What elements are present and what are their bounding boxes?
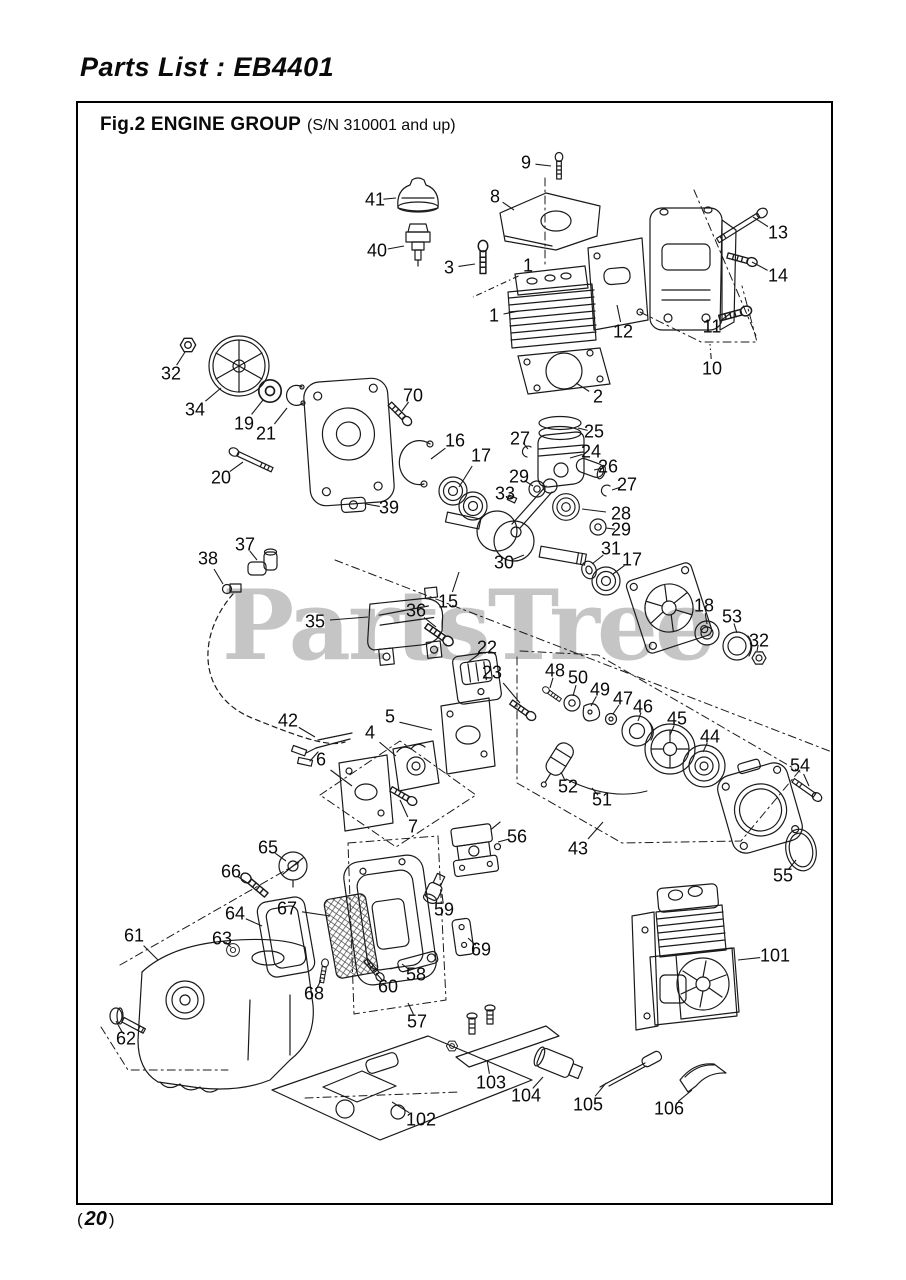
page-number: (20) <box>77 1208 115 1231</box>
figure-subtitle: (S/N 310001 and up) <box>307 117 456 134</box>
figure-title: Fig.2 ENGINE GROUP <box>100 114 302 135</box>
page-title: Parts List : EB4401 <box>80 52 335 82</box>
page-number-value: 20 <box>84 1208 107 1230</box>
figure-title-row: Fig.2 ENGINE GROUP (S/N 310001 and up) <box>100 114 456 136</box>
page-number-close-paren: ) <box>108 1210 115 1229</box>
page-number-open-paren: ( <box>77 1210 83 1229</box>
partstree-watermark: PartsTree <box>222 569 716 682</box>
